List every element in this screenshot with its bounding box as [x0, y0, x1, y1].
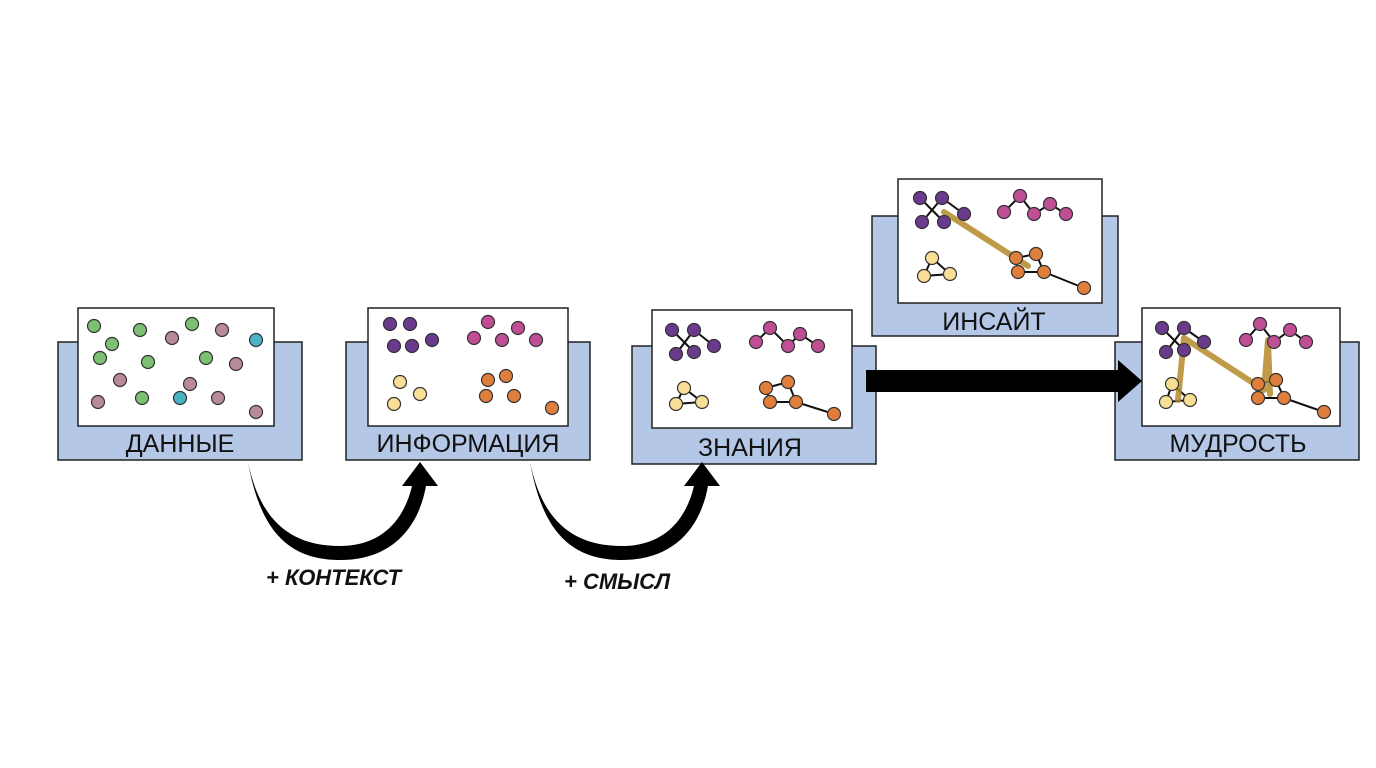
wisdom-dots: [1154, 316, 1332, 420]
knowledge-dots: [664, 320, 842, 422]
context-curved-arrow: [248, 462, 438, 560]
stage-information-label: ИНФОРМАЦИЯ: [377, 430, 560, 458]
information-dots: [382, 314, 560, 416]
stage-insight: ИНСАЙТ: [871, 178, 1119, 337]
stage-data: ДАННЫЕ: [57, 307, 303, 461]
stage-wisdom: МУДРОСТЬ: [1114, 307, 1360, 461]
stage-wisdom-label: МУДРОСТЬ: [1170, 430, 1307, 458]
stage-wisdom-card: [1141, 307, 1341, 427]
knowledge-to-wisdom-arrow: [866, 360, 1142, 402]
stage-information: ИНФОРМАЦИЯ: [345, 307, 591, 461]
data-dots: [86, 316, 264, 420]
stage-knowledge: ЗНАНИЯ: [631, 309, 877, 465]
stage-insight-card: [897, 178, 1103, 304]
stage-insight-label: ИНСАЙТ: [942, 306, 1045, 336]
wisdom-path: [1175, 335, 1273, 403]
stage-knowledge-label: ЗНАНИЯ: [698, 434, 802, 462]
stage-information-card: [367, 307, 569, 427]
stage-data-card: [77, 307, 275, 427]
stage-data-label: ДАННЫЕ: [126, 430, 235, 458]
meaning-curved-arrow: [530, 462, 720, 560]
insight-dots: [912, 188, 1092, 296]
transition-context-label: + КОНТЕКСТ: [266, 565, 403, 590]
transition-meaning-label: + СМЫСЛ: [564, 569, 671, 594]
